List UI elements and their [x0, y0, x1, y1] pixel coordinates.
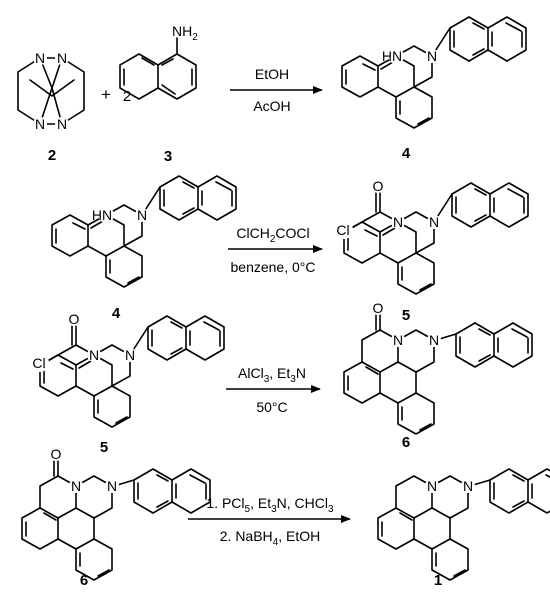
- atom-n: N: [393, 214, 403, 230]
- atom-n: N: [427, 48, 437, 64]
- reagent-below-2: benzene, 0°C: [231, 259, 316, 275]
- compound-2-structure: N N N N: [17, 50, 85, 132]
- reagent-above-2: ClCH2COCl: [236, 225, 309, 245]
- compound-6-reactant-structure: N N O: [21, 446, 211, 581]
- atom-n: N: [107, 478, 117, 494]
- atom-hn: HN: [382, 48, 402, 64]
- compound-5-reactant-structure: N N O Cl: [31, 311, 225, 428]
- atom-hn: HN: [92, 207, 112, 223]
- atom-cl: Cl: [336, 222, 349, 238]
- compound-label-4-reactant: 4: [112, 305, 121, 322]
- compound-label-5-reactant: 5: [100, 439, 108, 456]
- compound-label-6-product: 6: [402, 434, 410, 451]
- compound-1-structure: N N: [377, 468, 550, 581]
- atom-o: O: [69, 311, 80, 327]
- atom-n: N: [463, 478, 473, 494]
- reagent-below-3: 50°C: [256, 399, 287, 415]
- atom-n: N: [429, 214, 439, 230]
- compound-label-3: 3: [164, 148, 172, 165]
- atom-o: O: [51, 446, 62, 462]
- atom-n: N: [393, 332, 403, 348]
- atom-n: N: [57, 116, 67, 132]
- compound-label-6-reactant: 6: [80, 572, 88, 589]
- amine-label: NH2: [172, 23, 198, 43]
- atom-o: O: [373, 300, 384, 316]
- stoichiometric-coefficient: 2: [123, 88, 131, 105]
- compound-3-structure: NH2: [119, 23, 198, 100]
- reagent-above-4: 1. PCl5, Et3N, CHCl3: [206, 495, 334, 515]
- reagent-below-4: 2. NaBH4, EtOH: [220, 528, 321, 548]
- atom-n: N: [57, 50, 67, 66]
- compound-4-structure: HN N: [341, 16, 527, 129]
- reagent-below-1: AcOH: [253, 98, 290, 114]
- atom-n: N: [89, 347, 99, 363]
- atom-n: N: [137, 207, 147, 223]
- compound-5-structure: N N O Cl: [335, 178, 529, 295]
- compound-6-structure: N N O: [343, 300, 533, 435]
- compound-label-4-product: 4: [402, 145, 411, 162]
- atom-n: N: [125, 347, 135, 363]
- atom-n: N: [35, 50, 45, 66]
- compound-label-1-product: 1: [434, 572, 442, 589]
- plus-sign: +: [101, 85, 111, 104]
- compound-label-5-product: 5: [402, 307, 410, 324]
- atom-o: O: [373, 178, 384, 194]
- compound-4-reactant-structure: HN N: [51, 175, 237, 288]
- reagent-above-1: EtOH: [255, 66, 289, 82]
- atom-n: N: [429, 332, 439, 348]
- compound-label-2: 2: [48, 147, 56, 164]
- atom-n: N: [71, 478, 81, 494]
- atom-n: N: [35, 116, 45, 132]
- atom-cl: Cl: [32, 355, 45, 371]
- reagent-above-3: AlCl3, Et3N: [238, 365, 306, 385]
- atom-n: N: [427, 478, 437, 494]
